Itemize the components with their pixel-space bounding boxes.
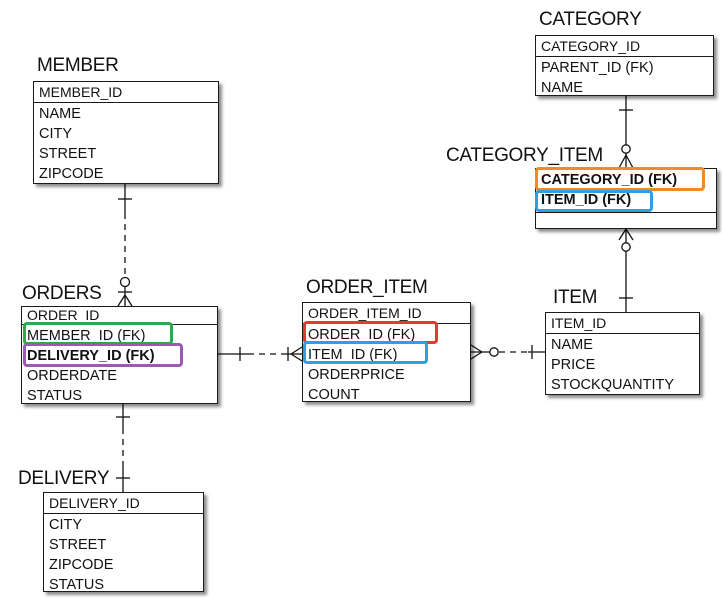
delivery-attr-zipcode: ZIPCODE [49,557,114,573]
item-attr-price: PRICE [551,357,596,373]
member-entity: MEMBER_ID NAME CITY STREET ZIPCODE [33,81,219,184]
item-attributes: NAME PRICE STOCKQUANTITY [546,334,699,395]
orders-orderitem-relationship [218,346,303,362]
category-item-key-category-id: CATEGORY_ID (FK) [541,172,678,188]
category-item-key-item-id: ITEM_ID (FK) [541,192,632,208]
orders-attr-delivery-id: DELIVERY_ID (FK) [27,348,155,364]
item-pk: ITEM_ID [546,313,699,334]
category-entity: CATEGORY_ID PARENT_ID (FK) NAME [535,35,714,96]
orders-title: ORDERS [22,283,102,304]
orders-pk: ORDER_ID [22,307,217,325]
delivery-attr-street: STREET [49,537,107,553]
member-title: MEMBER [37,55,119,76]
category-categoryitem-relationship [618,96,634,169]
item-attr-name: NAME [551,337,593,353]
order-item-entity: ORDER_ITEM_ID ORDER_ID (FK) ITEM_ID (FK)… [302,302,471,405]
category-pk: CATEGORY_ID [536,36,713,57]
member-orders-relationship [117,184,133,307]
order-item-title: ORDER_ITEM [306,277,428,298]
orderitem-item-relationship [470,344,545,360]
order-item-attr-order-id: ORDER_ID (FK) [308,327,416,343]
item-categoryitem-relationship [618,228,634,312]
member-attributes: NAME CITY STREET ZIPCODE [34,103,218,184]
category-item-keys: CATEGORY_ID (FK) ITEM_ID (FK) [536,169,716,213]
category-attributes: PARENT_ID (FK) NAME [536,57,713,98]
category-attr-name: NAME [541,80,583,96]
delivery-title: DELIVERY [18,468,110,489]
orders-attr-orderdate: ORDERDATE [27,368,117,384]
order-item-pk: ORDER_ITEM_ID [303,303,470,324]
member-attr-zipcode: ZIPCODE [39,166,104,182]
category-item-title: CATEGORY_ITEM [446,145,603,166]
order-item-attr-count: COUNT [308,387,360,403]
delivery-attr-status: STATUS [49,577,105,593]
delivery-attributes: CITY STREET ZIPCODE STATUS [44,514,203,595]
delivery-attr-city: CITY [49,517,83,533]
member-attr-street: STREET [39,146,97,162]
delivery-entity: DELIVERY_ID CITY STREET ZIPCODE STATUS [43,492,204,595]
order-item-attr-orderprice: ORDERPRICE [308,367,405,383]
member-attr-city: CITY [39,126,73,142]
orders-attr-member-id: MEMBER_ID (FK) [27,328,146,344]
category-title: CATEGORY [539,9,642,30]
order-item-attr-item-id: ITEM_ID (FK) [308,347,398,363]
orders-entity: ORDER_ID MEMBER_ID (FK) DELIVERY_ID (FK)… [21,306,218,404]
item-entity: ITEM_ID NAME PRICE STOCKQUANTITY [545,312,700,395]
category-item-entity: CATEGORY_ID (FK) ITEM_ID (FK) [535,168,717,229]
item-title: ITEM [553,287,598,308]
orders-attr-status: STATUS [27,388,83,404]
order-item-attributes: ORDER_ID (FK) ITEM_ID (FK) ORDERPRICE CO… [303,324,470,405]
delivery-pk: DELIVERY_ID [44,493,203,514]
item-attr-stockquantity: STOCKQUANTITY [551,377,674,393]
orders-attributes: MEMBER_ID (FK) DELIVERY_ID (FK) ORDERDAT… [22,325,217,406]
orders-delivery-relationship [116,404,130,492]
member-pk: MEMBER_ID [34,82,218,103]
member-attr-name: NAME [39,106,81,122]
category-attr-parent-id: PARENT_ID (FK) [541,60,654,76]
